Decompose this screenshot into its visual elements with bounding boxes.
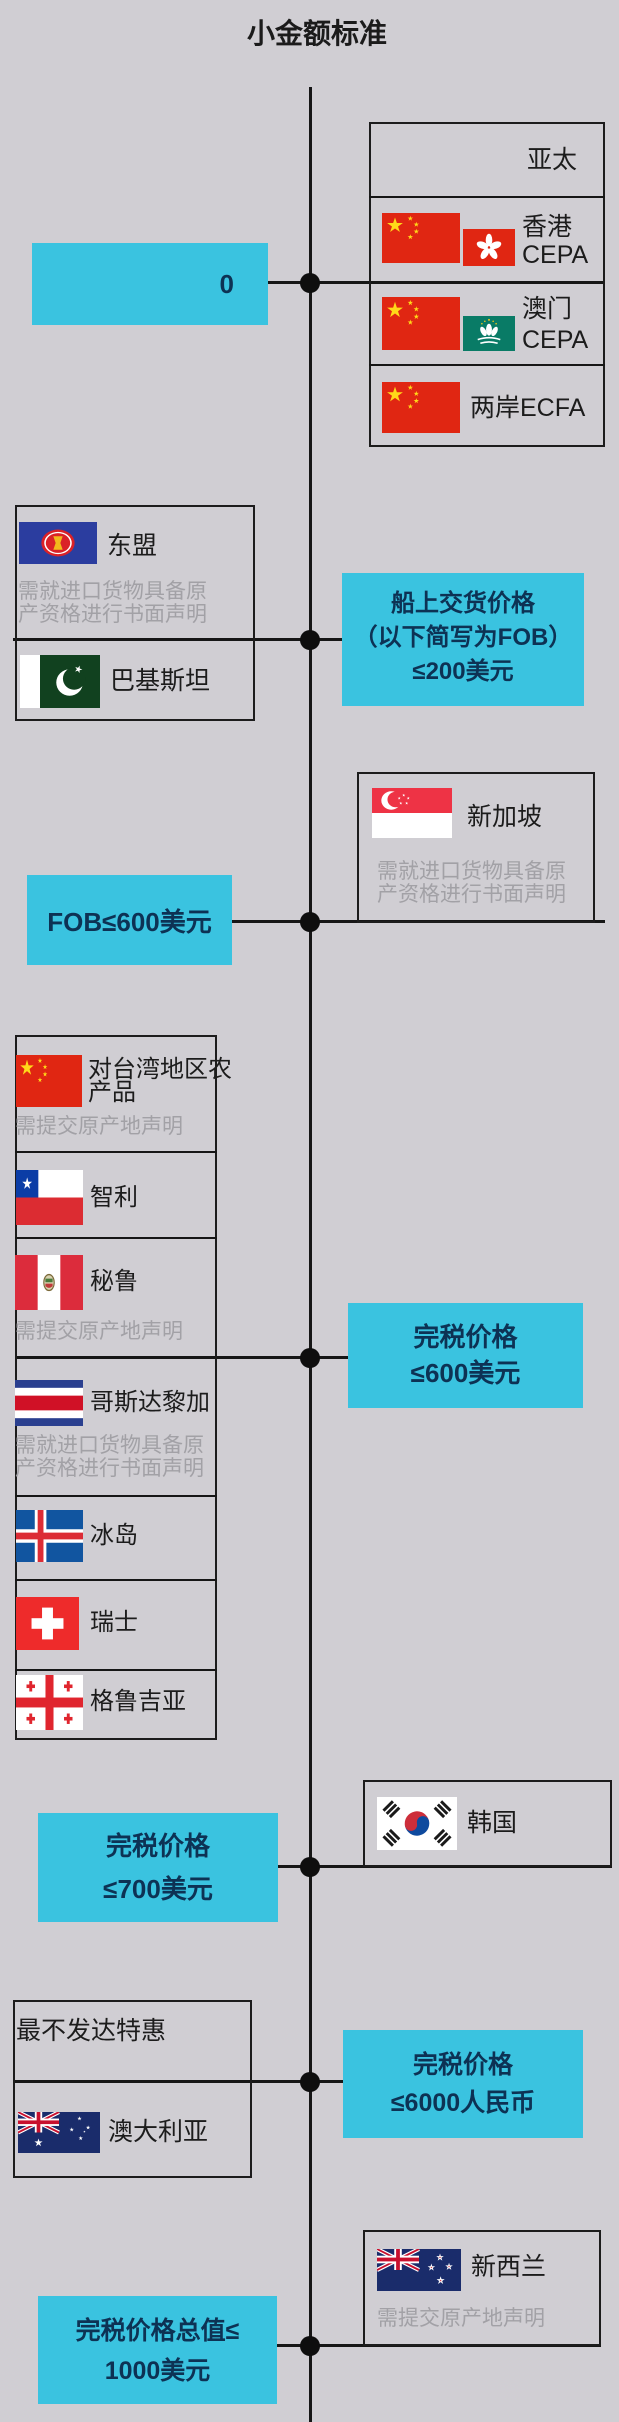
timeline-node-2 bbox=[300, 630, 320, 650]
standard-line: ≤200美元 bbox=[412, 658, 514, 685]
agreement-label-georgia: 格鲁吉亚 bbox=[90, 1688, 186, 1715]
standard-line: 1000美元 bbox=[104, 2357, 211, 2385]
switzerland-flag-icon bbox=[16, 1597, 79, 1650]
asean-note: 需就进口货物具备原 产资格进行书面声明 bbox=[18, 580, 207, 626]
agreement-label-pakistan: 巴基斯坦 bbox=[110, 667, 211, 695]
standard-line: 船上交货价格 bbox=[391, 590, 535, 617]
pakistan-flag-icon bbox=[20, 655, 100, 708]
standard-box-dpv1000total: 完税价格总值≤ 1000美元 bbox=[38, 2296, 277, 2404]
peru-flag-icon bbox=[15, 1255, 83, 1310]
standard-line: ≤700美元 bbox=[103, 1874, 213, 1904]
group1-separator-3 bbox=[369, 364, 605, 366]
agreement-label-iceland: 冰岛 bbox=[90, 1522, 138, 1549]
agreement-label-asean: 东盟 bbox=[107, 532, 158, 560]
agreement-group-apac-cepa-ecfa bbox=[369, 122, 605, 447]
singapore-flag-icon bbox=[372, 788, 452, 838]
china-flag-icon bbox=[16, 1055, 82, 1107]
connector-6 bbox=[13, 2080, 343, 2083]
page-title: 小金额标准 bbox=[246, 18, 388, 49]
singapore-note: 需就进口货物具备原 产资格进行书面声明 bbox=[377, 860, 566, 906]
standard-line: 完税价格总值≤ bbox=[75, 2317, 240, 2345]
agreement-label-chile: 智利 bbox=[90, 1184, 138, 1211]
agreement-label-macau-cepa: 澳门 CEPA bbox=[522, 295, 589, 354]
timeline-spine bbox=[309, 87, 312, 2422]
asean-flag-icon bbox=[19, 522, 97, 564]
agreement-group-asean-pakistan bbox=[15, 505, 255, 721]
group1-separator-1 bbox=[369, 196, 605, 198]
standard-line: 完税价格 bbox=[413, 1322, 518, 1352]
agreement-label-singapore: 新加坡 bbox=[467, 803, 543, 831]
timeline-node-7 bbox=[300, 2336, 320, 2356]
connector-2 bbox=[13, 638, 342, 641]
standard-box-dpv6000rmb: 完税价格 ≤6000人民币 bbox=[343, 2030, 583, 2138]
standard-box-fob200: 船上交货价格 （以下简写为FOB） ≤200美元 bbox=[342, 573, 584, 706]
iceland-flag-icon bbox=[16, 1510, 83, 1562]
china-flag-icon bbox=[382, 213, 460, 263]
standard-line: 完税价格 bbox=[412, 2051, 513, 2079]
china-flag-icon bbox=[382, 297, 460, 350]
agreement-label-hongkong-cepa: 香港 CEPA bbox=[522, 213, 589, 269]
standard-box-dpv600: 完税价格 ≤600美元 bbox=[348, 1303, 583, 1408]
connector-4 bbox=[15, 1356, 348, 1359]
agreement-label-apac: 亚太 bbox=[527, 146, 578, 174]
standard-line: （以下简写为FOB） bbox=[353, 624, 573, 651]
standard-box-zero: 0 bbox=[32, 243, 268, 325]
timeline-node-5 bbox=[300, 1857, 320, 1877]
standard-value: 0 bbox=[219, 268, 234, 299]
group4-separator-2 bbox=[15, 1237, 217, 1239]
agreement-label-south-korea: 韩国 bbox=[467, 1809, 518, 1837]
china-flag-icon bbox=[382, 382, 460, 433]
georgia-flag-icon bbox=[16, 1675, 83, 1730]
timeline-node-6 bbox=[300, 2072, 320, 2092]
agreement-label-costa-rica: 哥斯达黎加 bbox=[90, 1389, 210, 1416]
hong-kong-flag-icon bbox=[463, 229, 515, 266]
standard-line: 完税价格 bbox=[105, 1831, 210, 1861]
agreement-group-new-zealand bbox=[363, 2230, 601, 2346]
connector-1 bbox=[268, 281, 605, 284]
agreement-label-taiwan-agri: 对台湾地区农 产品 bbox=[88, 1056, 232, 1106]
timeline-node-1 bbox=[300, 273, 320, 293]
peru-note: 需提交原产地声明 bbox=[15, 1320, 183, 1343]
group4-separator-6 bbox=[15, 1669, 217, 1671]
chile-flag-icon bbox=[16, 1170, 83, 1225]
new-zealand-note: 需提交原产地声明 bbox=[377, 2307, 545, 2330]
agreement-group-south-korea bbox=[363, 1780, 612, 1867]
agreement-label-peru: 秘鲁 bbox=[90, 1268, 138, 1295]
australia-flag-icon bbox=[18, 2112, 100, 2153]
costa-rica-note: 需就进口货物具备原 产资格进行书面声明 bbox=[15, 1434, 204, 1480]
south-korea-flag-icon bbox=[377, 1797, 457, 1850]
group4-separator-4 bbox=[15, 1495, 217, 1497]
agreement-label-ldc-preference: 最不发达特惠 bbox=[16, 2017, 167, 2045]
agreement-label-australia: 澳大利亚 bbox=[108, 2118, 209, 2146]
standard-line: ≤600美元 bbox=[410, 1358, 521, 1388]
new-zealand-flag-icon bbox=[377, 2249, 461, 2291]
standard-line: ≤6000人民币 bbox=[390, 2089, 536, 2117]
agreement-label-switzerland: 瑞士 bbox=[90, 1609, 138, 1636]
agreement-label-ecfa: 两岸ECFA bbox=[470, 394, 586, 422]
standard-box-fob600: FOB≤600美元 bbox=[27, 875, 232, 965]
agreement-group-singapore bbox=[357, 772, 595, 923]
costa-rica-flag-icon bbox=[15, 1380, 83, 1426]
timeline-node-4 bbox=[300, 1348, 320, 1368]
agreement-label-new-zealand: 新西兰 bbox=[471, 2253, 547, 2281]
taiwan-note: 需提交原产地声明 bbox=[15, 1115, 183, 1138]
timeline-node-3 bbox=[300, 912, 320, 932]
agreement-group-ldc-australia bbox=[13, 2000, 252, 2178]
standard-value: FOB≤600美元 bbox=[47, 906, 212, 937]
macau-flag-icon bbox=[463, 316, 515, 351]
group4-separator-5 bbox=[15, 1579, 217, 1581]
group4-separator-1 bbox=[15, 1151, 217, 1153]
standard-box-dpv700: 完税价格 ≤700美元 bbox=[38, 1813, 278, 1922]
